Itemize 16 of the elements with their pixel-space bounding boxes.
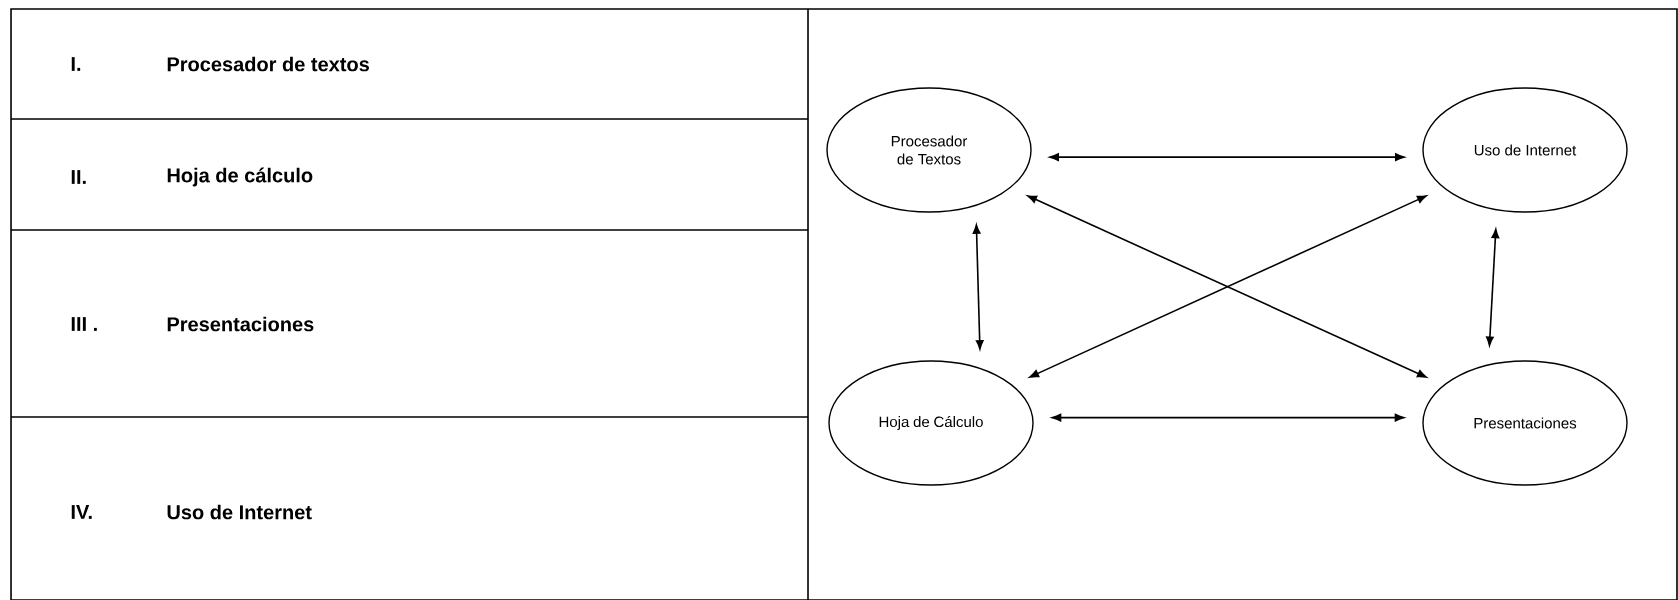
row-title: Hoja de cálculo bbox=[167, 167, 313, 187]
ellipse-node: Procesador de Textos bbox=[826, 87, 1032, 213]
row-title: Procesador de textos bbox=[167, 56, 369, 72]
row-number: II. bbox=[71, 170, 86, 184]
row-number: I. bbox=[71, 57, 81, 71]
arrow bbox=[1049, 153, 1405, 162]
row-number: III . bbox=[71, 317, 97, 331]
ellipse-node: Hoja de Cálculo bbox=[828, 360, 1034, 486]
ellipse-node: Presentaciones bbox=[1422, 360, 1628, 486]
row-number: IV. bbox=[71, 505, 92, 519]
ellipse-node: Uso de Internet bbox=[1422, 87, 1628, 213]
row-title: Presentaciones bbox=[167, 316, 314, 332]
arrow bbox=[1486, 228, 1500, 346]
arrow bbox=[1051, 413, 1405, 422]
arrow bbox=[972, 224, 984, 350]
row-title: Uso de Internet bbox=[167, 504, 312, 520]
